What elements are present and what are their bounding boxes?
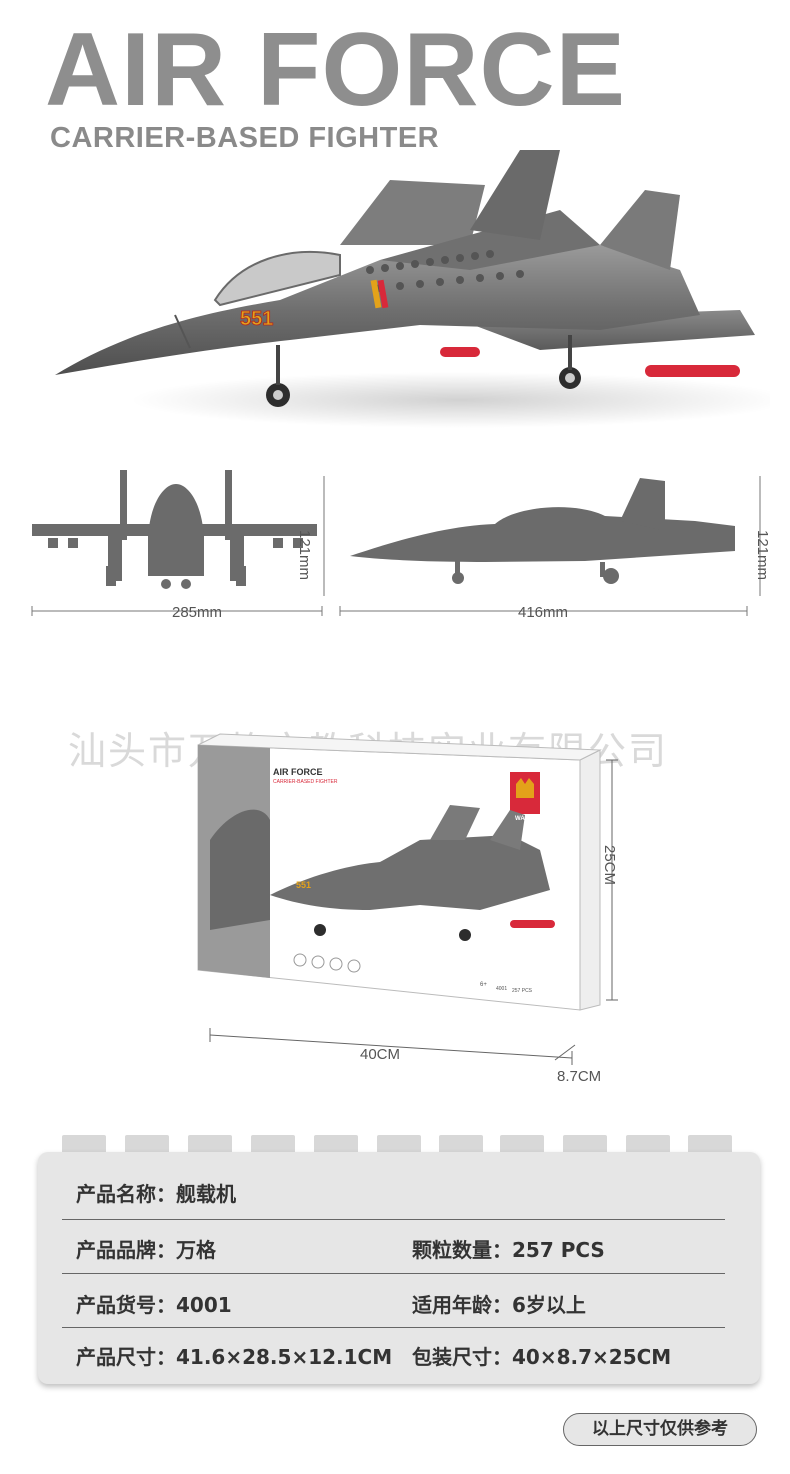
spec-row-size: 产品尺寸：41.6×28.5×12.1CM 包装尺寸：40×8.7×25CM <box>62 1327 726 1381</box>
spec-name-value: 舰载机 <box>176 1182 236 1206</box>
box-depth-label: 8.7CM <box>557 1068 602 1085</box>
spec-divider <box>62 1327 725 1328</box>
box-age: 6+ <box>480 982 487 988</box>
front-height-label: 121mm <box>296 530 313 581</box>
fighter-jet-image: 551 <box>40 150 790 430</box>
box-height-label: 25CM <box>601 845 618 886</box>
spec-size-label: 产品尺寸： <box>76 1345 176 1369</box>
product-box <box>180 720 650 1090</box>
box-width-label: 40CM <box>360 1046 401 1063</box>
spec-row-name: 产品名称：舰载机 <box>62 1164 726 1218</box>
box-title: AIR FORCE <box>273 767 323 777</box>
spec-item-label: 产品货号： <box>76 1293 176 1317</box>
page-title: AIR FORCE <box>45 12 626 128</box>
spec-brand-label: 产品品牌： <box>76 1238 176 1262</box>
brand-logo: WANGE <box>515 816 538 822</box>
box-subtitle: CARRIER-BASED FIGHTER <box>273 779 338 785</box>
spec-age-label: 适用年龄： <box>412 1293 512 1317</box>
box-pieces: 257 PCS <box>512 988 533 994</box>
side-height-label: 121mm <box>754 530 771 581</box>
tail-number: 551 <box>240 308 273 330</box>
spec-size-value: 41.6×28.5×12.1CM <box>176 1345 393 1369</box>
side-view-silhouette <box>335 466 775 626</box>
page-subtitle: CARRIER-BASED FIGHTER <box>50 122 440 154</box>
spec-row-brand: 产品品牌：万格 颗粒数量：257 PCS <box>62 1220 726 1274</box>
spec-package-value: 40×8.7×25CM <box>512 1345 672 1369</box>
spec-divider <box>62 1273 725 1274</box>
spec-package-label: 包装尺寸： <box>412 1345 512 1369</box>
spec-panel: 产品名称：舰载机 产品品牌：万格 颗粒数量：257 PCS 产品货号：4001 … <box>38 1152 760 1384</box>
front-view-silhouette <box>28 466 328 626</box>
spec-pieces-value: 257 PCS <box>512 1238 605 1262</box>
spec-age-value: 6岁以上 <box>512 1293 586 1317</box>
spec-item-value: 4001 <box>176 1293 232 1317</box>
box-tail-number: 551 <box>296 880 312 890</box>
fighter-jet-illustration: 551 <box>55 150 790 428</box>
front-width-label: 285mm <box>172 604 223 621</box>
spec-row-item: 产品货号：4001 适用年龄：6岁以上 <box>62 1275 726 1329</box>
spec-divider <box>62 1219 725 1220</box>
spec-brand-value: 万格 <box>176 1238 216 1262</box>
box-item-number: 4001 <box>496 986 508 992</box>
size-disclaimer-badge: 以上尺寸仅供参考 <box>563 1413 757 1446</box>
spec-pieces-label: 颗粒数量： <box>412 1238 512 1262</box>
side-length-label: 416mm <box>518 604 569 621</box>
spec-name-label: 产品名称： <box>76 1182 176 1206</box>
